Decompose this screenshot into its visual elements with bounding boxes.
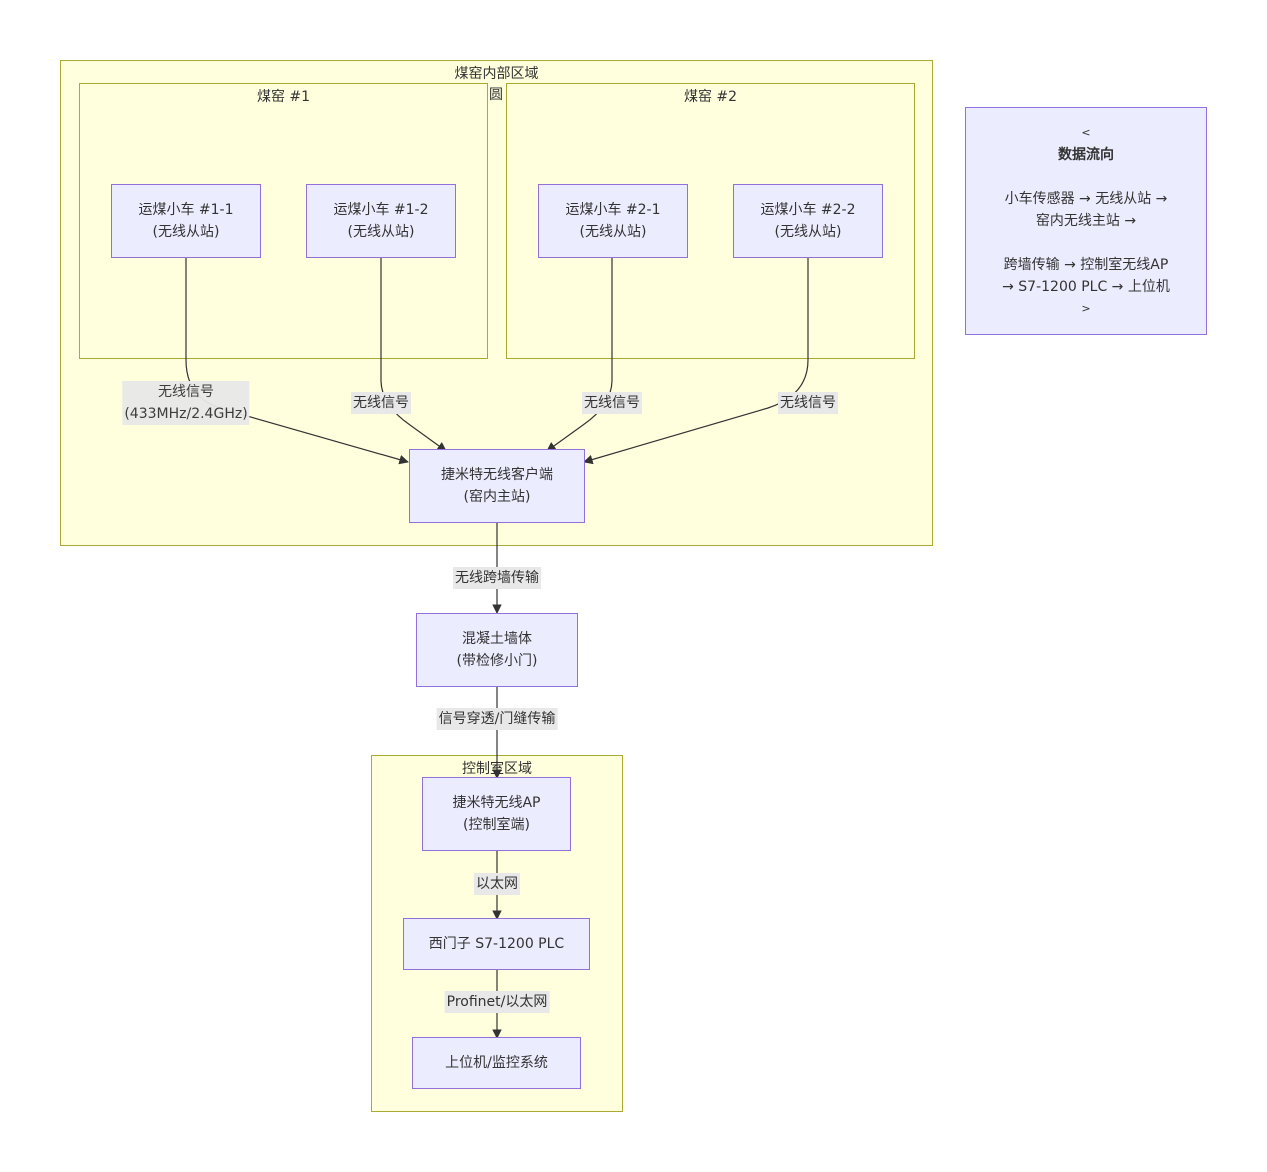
plc-name: 西门子 S7-1200 PLC: [428, 936, 565, 952]
concrete-wall-node[interactable]: 混凝土墙体 (带检修小门): [416, 613, 578, 687]
edge-label-plc-host: Profinet/以太网: [444, 991, 550, 1013]
data-flow-note: < 数据流向 小车传感器 → 无线从站 → 窑内无线主站 → 跨墙传输 → 控制…: [965, 107, 1207, 335]
cart-1-2-role: (无线从站): [347, 224, 415, 240]
kiln-zone-title: 煤窑内部区域: [454, 66, 539, 82]
cart-2-1-role: (无线从站): [579, 224, 647, 240]
stray-text-fragment: 圆: [489, 87, 503, 103]
wireless-client-node[interactable]: 捷米特无线客户端 (窑内主站): [409, 449, 585, 523]
edge-label-wall-ap: 信号穿透/门缝传输: [436, 708, 558, 730]
note-close-bracket: >: [1081, 302, 1091, 315]
cart-2-1-name: 运煤小车 #2-1: [565, 202, 661, 218]
wireless-client-name: 捷米特无线客户端: [441, 467, 553, 483]
note-line-2: 窑内无线主站 →: [1035, 213, 1137, 229]
edge-label-cart12: 无线信号: [351, 392, 411, 414]
cart-1-1-node[interactable]: 运煤小车 #1-1 (无线从站): [111, 184, 261, 258]
wireless-ap-node[interactable]: 捷米特无线AP (控制室端): [422, 777, 571, 851]
cart-1-1-name: 运煤小车 #1-1: [138, 202, 234, 218]
note-heading: 数据流向: [1058, 147, 1114, 163]
edge-label-client-wall: 无线跨墙传输: [453, 567, 541, 589]
kiln1-title: 煤窑 #1: [256, 89, 311, 105]
wireless-client-role: (窑内主站): [463, 489, 531, 505]
edge-label-cart11-line1: 无线信号: [158, 384, 214, 400]
cart-1-2-node[interactable]: 运煤小车 #1-2 (无线从站): [306, 184, 456, 258]
edge-cart21-client: [546, 258, 613, 452]
edge-cart11-client: [185, 258, 409, 465]
cart-1-1-role: (无线从站): [152, 224, 220, 240]
cart-2-1-node[interactable]: 运煤小车 #2-1 (无线从站): [538, 184, 688, 258]
cart-2-2-node[interactable]: 运煤小车 #2-2 (无线从站): [733, 184, 883, 258]
wireless-ap-name: 捷米特无线AP: [452, 795, 541, 811]
cart-2-2-name: 运煤小车 #2-2: [760, 202, 856, 218]
concrete-wall-name: 混凝土墙体: [462, 631, 532, 647]
edge-label-ap-plc: 以太网: [474, 873, 520, 895]
host-monitor-name: 上位机/监控系统: [445, 1055, 548, 1071]
kiln2-title: 煤窑 #2: [683, 89, 738, 105]
edge-label-cart11: 无线信号 (433MHz/2.4GHz): [122, 381, 250, 425]
wireless-ap-role: (控制室端): [463, 817, 530, 833]
cart-2-2-role: (无线从站): [774, 224, 842, 240]
note-line-3: 跨墙传输 → 控制室无线AP: [1003, 257, 1169, 273]
concrete-wall-detail: (带检修小门): [456, 653, 538, 669]
host-monitor-node[interactable]: 上位机/监控系统: [412, 1037, 581, 1089]
plc-node[interactable]: 西门子 S7-1200 PLC: [403, 918, 590, 970]
note-line-1: 小车传感器 → 无线从站 →: [1004, 191, 1168, 207]
edge-label-cart21: 无线信号: [582, 392, 642, 414]
edge-label-cart11-line2: (433MHz/2.4GHz): [124, 406, 248, 422]
edge-cart22-client: [583, 258, 809, 465]
cart-1-2-name: 运煤小车 #1-2: [333, 202, 429, 218]
note-open-bracket: <: [1081, 126, 1091, 139]
note-line-4: → S7-1200 PLC → 上位机: [1002, 279, 1170, 295]
edge-label-cart22: 无线信号: [778, 392, 838, 414]
edge-cart12-client: [380, 258, 447, 452]
